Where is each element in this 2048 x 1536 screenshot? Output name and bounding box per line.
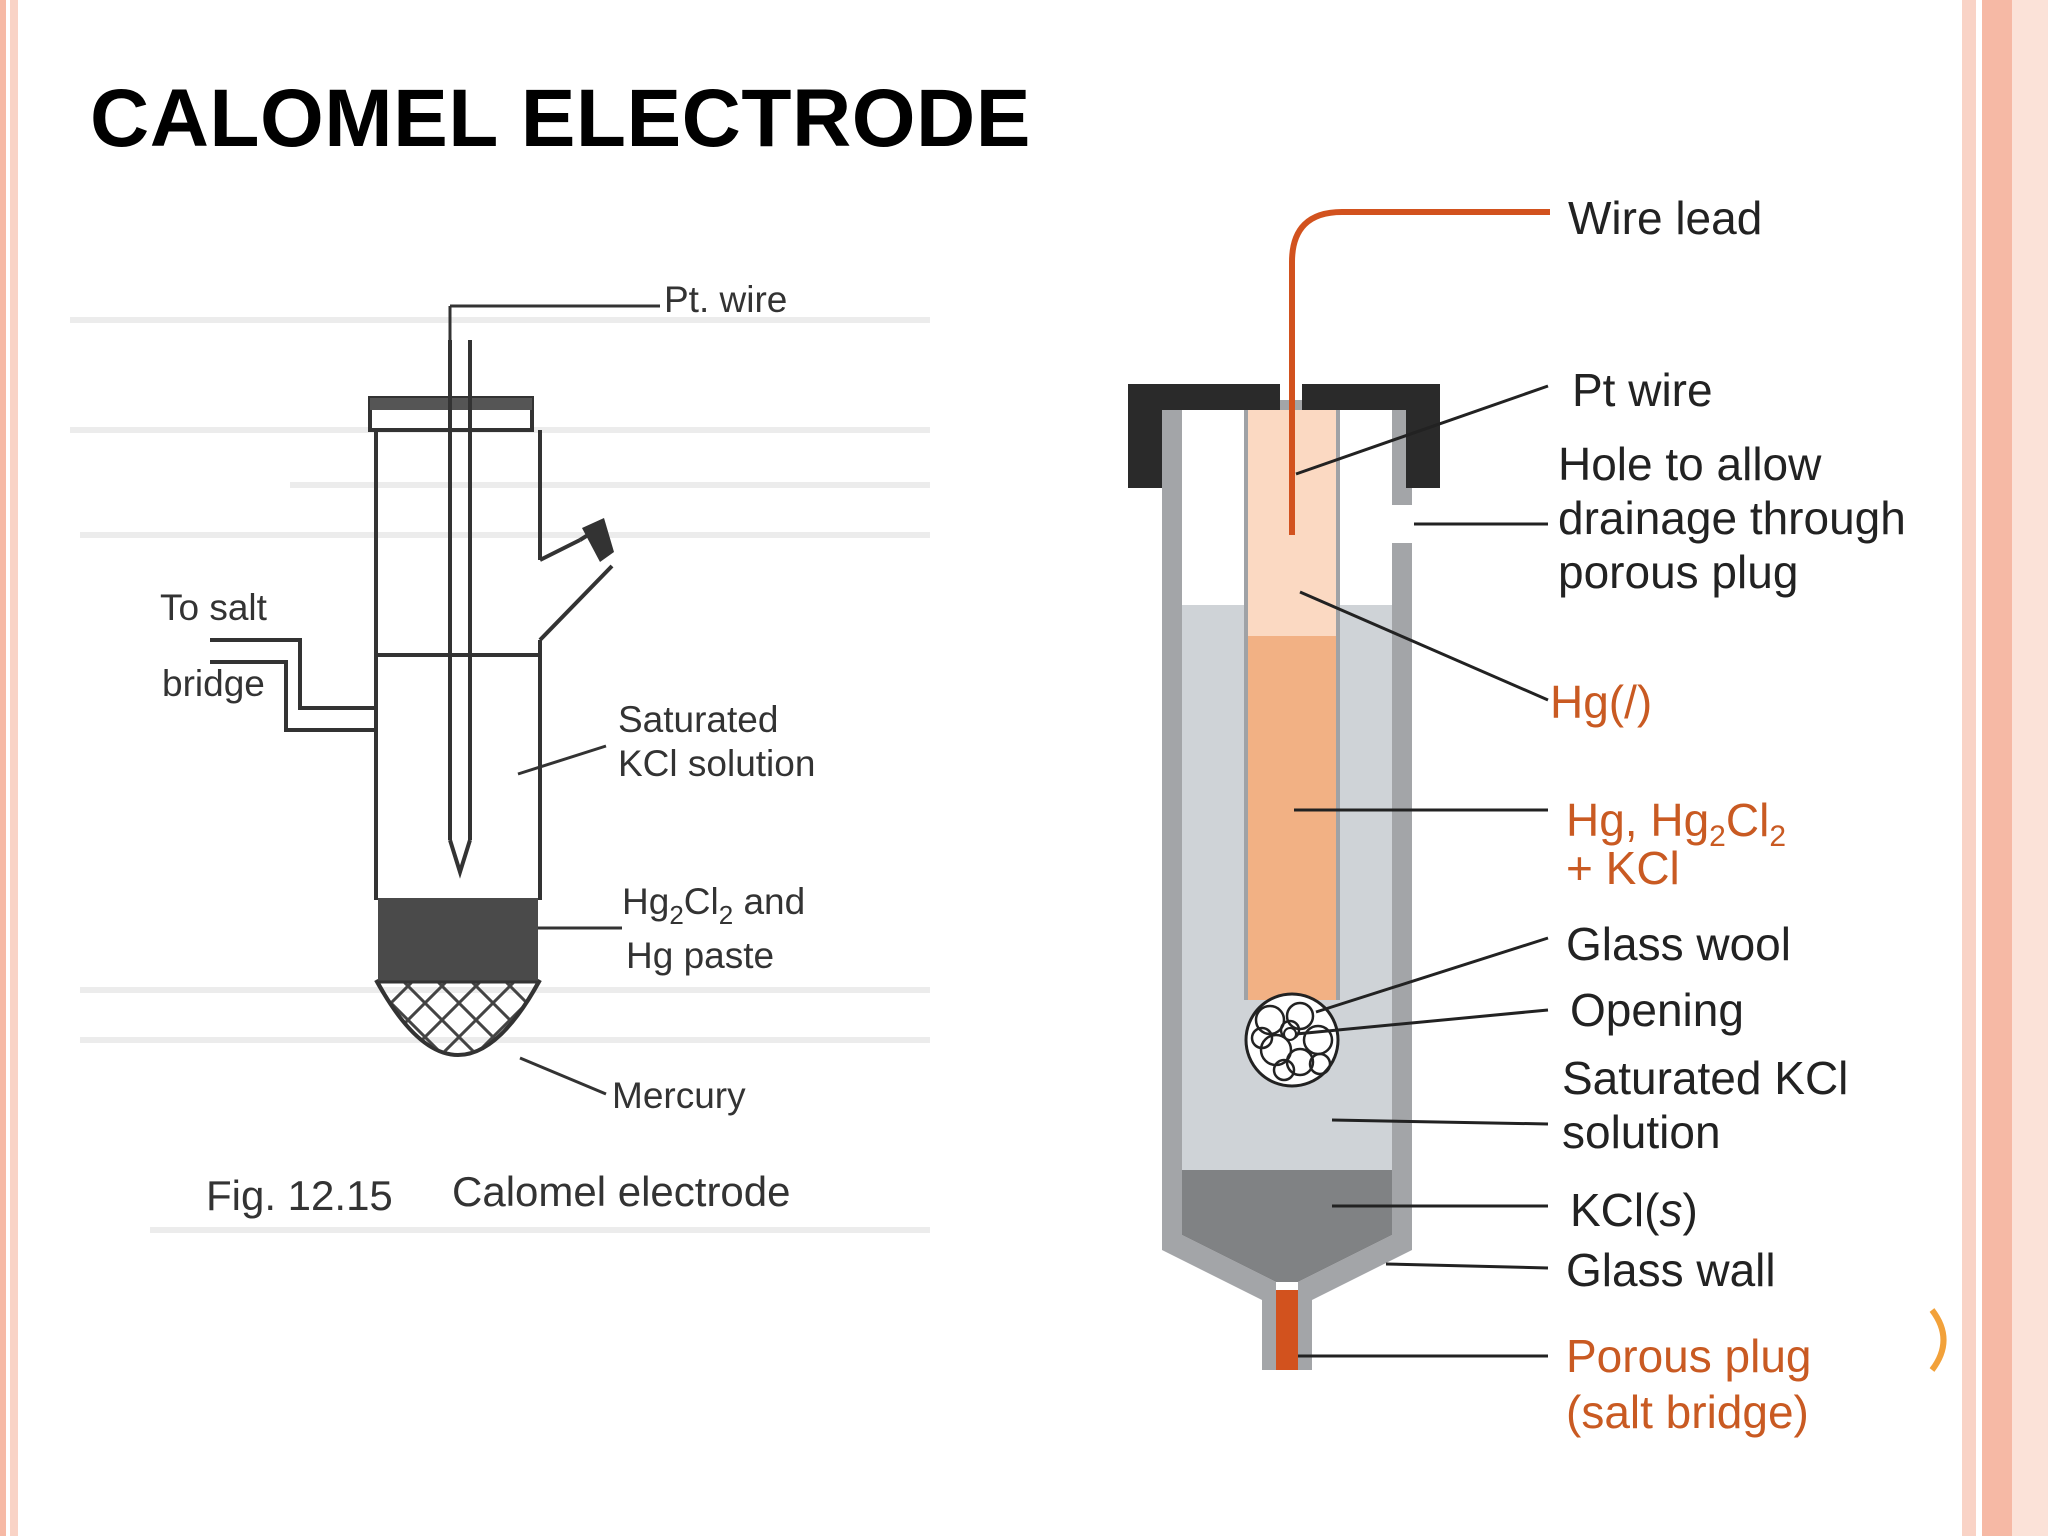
frame-left-inner <box>10 0 18 1536</box>
frame-outer-stripe <box>1982 0 2012 1536</box>
right-electrode-diagram: Wire lead Pt wire Hole to allow drainage… <box>1128 192 1906 1438</box>
label-sat-kcl-2: solution <box>1562 1106 1721 1158</box>
label-pt-wire: Pt. wire <box>664 279 787 320</box>
frame-left-outer <box>0 0 6 1536</box>
label-hole-3: porous plug <box>1558 546 1798 598</box>
label-to-salt: To salt <box>160 587 268 628</box>
frame-edge <box>2012 0 2048 1536</box>
slide-title: CALOMEL ELECTRODE <box>90 73 1031 164</box>
right-leader-lines <box>1294 384 1549 1358</box>
wire-lead <box>1289 209 1550 535</box>
label-pt-wire-right: Pt wire <box>1572 364 1713 416</box>
label-wire-lead: Wire lead <box>1568 192 1762 244</box>
left-electrode-diagram: Pt. wire To salt bridge Saturated KCl so… <box>70 279 930 1233</box>
label-kcl-solution: KCl solution <box>618 743 815 784</box>
label-hole-1: Hole to allow <box>1558 438 1822 490</box>
porous-plug <box>1276 1290 1298 1370</box>
left-leader-lines <box>517 744 622 1096</box>
label-hole-2: drainage through <box>1558 492 1906 544</box>
inner-tube-paste <box>1246 636 1338 1000</box>
left-salt-bridge-arm <box>210 638 376 732</box>
label-glass-wall: Glass wall <box>1566 1244 1776 1296</box>
label-hg-liquid: Hg(/) <box>1550 676 1652 728</box>
label-porous-plug-2: (salt bridge) <box>1566 1386 1809 1438</box>
left-pt-wire-tube <box>448 304 660 879</box>
left-mercury-layer <box>375 980 541 1057</box>
decorative-arc <box>1929 1308 1947 1372</box>
label-opening: Opening <box>1570 984 1744 1036</box>
frame-inner-stripe <box>1962 0 1976 1536</box>
label-glass-wool: Glass wool <box>1566 918 1791 970</box>
label-porous-plug-1: Porous plug <box>1566 1330 1812 1382</box>
left-side-arm-plug <box>582 518 614 562</box>
label-kcl-solid: KCl(s) <box>1570 1184 1698 1236</box>
left-paste-layer <box>378 898 538 982</box>
label-hg-paste: Hg paste <box>626 935 774 976</box>
frame-band <box>1976 0 1982 1536</box>
label-bridge: bridge <box>162 663 265 704</box>
kcl-solid <box>1182 1170 1392 1282</box>
figure-number: Fig. 12.15 <box>206 1172 393 1219</box>
opening-hole <box>1283 1027 1297 1041</box>
label-mercury: Mercury <box>612 1075 746 1116</box>
label-plus-kcl: + KCl <box>1566 842 1680 894</box>
label-hg-hg2cl2: Hg, Hg2Cl2 <box>1566 794 1786 853</box>
label-sat-kcl-1: Saturated KCl <box>1562 1052 1848 1104</box>
label-hg2cl2-and: Hg2Cl2 and <box>622 881 805 930</box>
drainage-hole <box>1392 505 1412 543</box>
figure-caption: Calomel electrode <box>452 1168 791 1215</box>
label-saturated: Saturated <box>618 699 778 740</box>
glass-wool <box>1244 992 1340 1088</box>
electrode-cap <box>1128 384 1440 488</box>
